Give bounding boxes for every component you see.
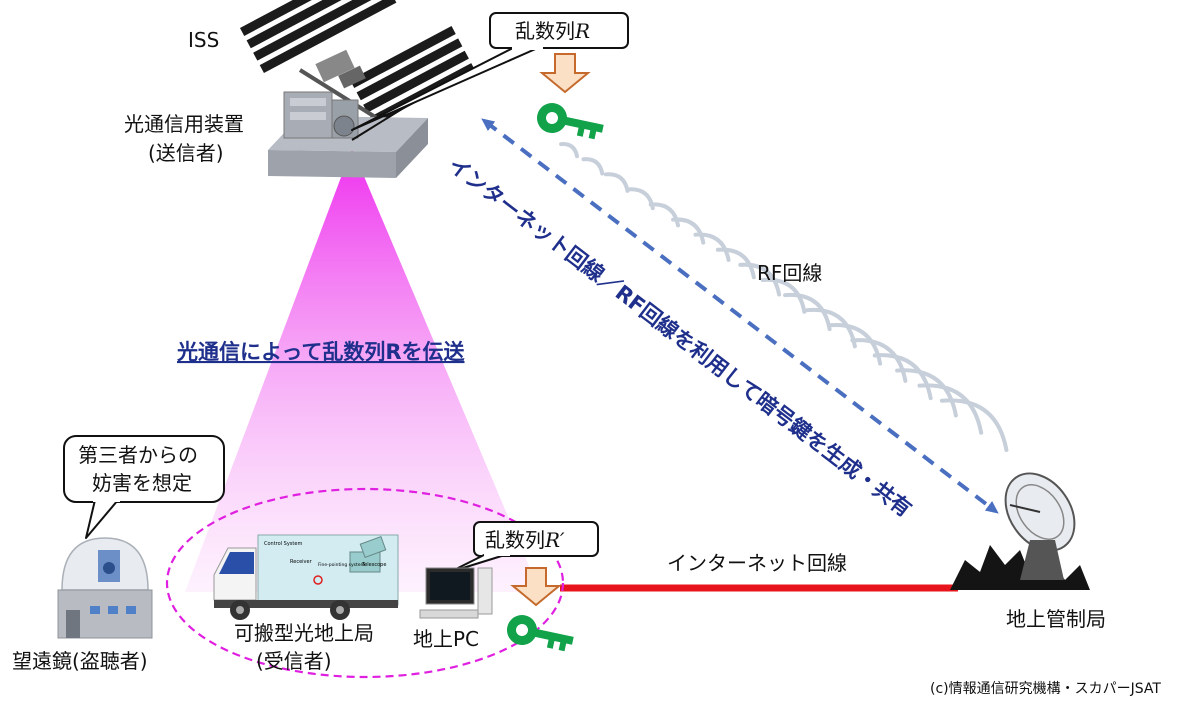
truck-sub-label-2: Fine-pointing system bbox=[318, 562, 365, 568]
diagonal-link-label: インターネット回線／RF回線を利用して暗号鍵を生成・共有 bbox=[444, 153, 916, 522]
random-r2-prefix: 乱数列 bbox=[485, 528, 545, 552]
truck-sub-label-0: Control System bbox=[264, 541, 302, 547]
internet-link-label: インターネット回線 bbox=[667, 551, 847, 575]
random-r2-callout: 乱数列R′ bbox=[449, 521, 599, 573]
optical-transmission-label: 光通信によって乱数列Rを伝送 bbox=[176, 340, 465, 364]
ground-control-station-icon bbox=[950, 472, 1090, 590]
optical-terminal-icon bbox=[268, 91, 428, 178]
telescope-label: 望遠鏡(盗聴者) bbox=[12, 649, 148, 673]
ground-pc-label: 地上PC bbox=[413, 627, 479, 651]
ground-pc-icon bbox=[419, 567, 493, 619]
key-icon-top bbox=[534, 100, 606, 144]
telescope-dome-icon bbox=[57, 537, 153, 639]
rf-wave-arc bbox=[581, 157, 605, 176]
portable-station-truck-icon: Control System Receiver Fine-pointing sy… bbox=[213, 534, 399, 620]
random-r-symbol: R bbox=[574, 19, 590, 43]
iss-icon bbox=[240, 0, 476, 126]
eavesdrop-bubble: 第三者からの 妨害を想定 bbox=[63, 435, 225, 539]
rf-wave-arc bbox=[648, 202, 681, 228]
key-icon-bottom bbox=[504, 612, 576, 656]
portable-station-label-line1: 可搬型光地上局 bbox=[234, 621, 374, 645]
rf-wave-arc bbox=[559, 142, 579, 159]
random-r2-symbol: R′ bbox=[544, 528, 565, 552]
rf-wave-arc bbox=[603, 172, 630, 193]
portable-station-label-line2: (受信者) bbox=[256, 649, 332, 673]
iss-device-label-line1: 光通信用装置 bbox=[124, 112, 244, 136]
svg-text:乱数列R′: 乱数列R′ bbox=[485, 528, 565, 552]
random-r-callout: 乱数列R bbox=[351, 12, 629, 131]
truck-sub-label-1: Receiver bbox=[290, 559, 313, 565]
eavesdrop-bubble-line1: 第三者からの bbox=[78, 443, 198, 467]
optical-beam bbox=[185, 148, 540, 592]
down-arrow-bottom bbox=[510, 567, 562, 607]
rf-link-label: RF回線 bbox=[757, 261, 822, 285]
svg-text:乱数列R: 乱数列R bbox=[515, 19, 590, 43]
ground-control-label: 地上管制局 bbox=[1006, 607, 1106, 631]
internet-rf-dashed-arrow bbox=[481, 118, 999, 514]
down-arrow-top bbox=[539, 53, 591, 94]
random-r-prefix: 乱数列 bbox=[515, 19, 575, 43]
iss-device-label-line2: (送信者) bbox=[148, 141, 224, 165]
eavesdrop-bubble-line2: 妨害を想定 bbox=[92, 471, 192, 495]
copyright-text: (c)情報通信研究機構・スカパーJSAT bbox=[930, 681, 1161, 697]
receiver-group-ellipse bbox=[165, 487, 565, 679]
iss-label: ISS bbox=[188, 28, 219, 52]
truck-sub-label-3: Telescope bbox=[361, 562, 386, 568]
